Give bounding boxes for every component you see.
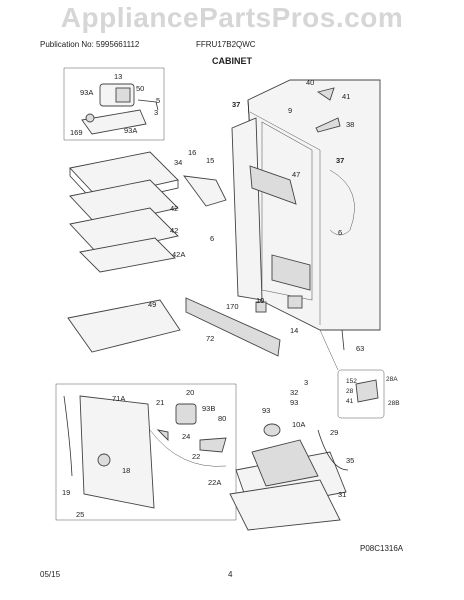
callout-28b: 28B <box>388 400 400 407</box>
publication-number: Publication No: 5995661112 <box>40 40 140 49</box>
callout-15: 15 <box>206 156 215 165</box>
callout-93b: 93B <box>202 404 216 413</box>
callout-72: 72 <box>206 334 215 343</box>
callout-3-top: 3 <box>154 108 159 117</box>
callout-47: 47 <box>292 170 301 179</box>
callout-169: 169 <box>70 128 83 137</box>
cord-part-22 <box>149 429 227 467</box>
tube-part-19 <box>63 395 73 477</box>
detail-box-thermostat <box>337 369 385 419</box>
callout-21: 21 <box>156 398 165 407</box>
light-assembly-part <box>81 83 159 135</box>
callout-93a-top: 93A <box>80 88 94 97</box>
hinge-part <box>315 117 341 133</box>
condenser-part <box>251 439 319 487</box>
watermark: AppliancePartsPros.com <box>60 2 404 33</box>
callout-24: 24 <box>182 432 191 441</box>
back-panel-grommet <box>97 453 111 467</box>
base-pan-part-31 <box>229 479 341 531</box>
callout-170: 170 <box>226 302 239 311</box>
callout-42-b: 42 <box>170 226 179 235</box>
callout-25: 25 <box>76 510 85 519</box>
part-170 <box>255 301 267 313</box>
hinge-cover-part <box>316 87 335 101</box>
door-handle-part <box>249 165 297 205</box>
callout-31: 31 <box>338 490 347 499</box>
callout-34: 34 <box>174 158 183 167</box>
callout-50: 50 <box>136 84 145 93</box>
callout-49: 49 <box>148 300 157 309</box>
callout-6-left: 6 <box>210 234 215 243</box>
page-number: 4 <box>228 570 233 579</box>
callout-80: 80 <box>218 414 227 423</box>
callout-93-mid: 93 <box>290 398 299 407</box>
callout-16: 16 <box>188 148 197 157</box>
callout-5: 5 <box>156 96 161 105</box>
callout-13: 13 <box>114 72 123 81</box>
leveling-leg-63 <box>341 329 345 351</box>
callout-10a: 10A <box>292 420 306 429</box>
leader-detail-right <box>319 329 339 371</box>
callout-22a: 22A <box>208 478 222 487</box>
callout-40: 40 <box>306 78 315 87</box>
callout-29: 29 <box>330 428 339 437</box>
model-number: FFRU17B2QWC <box>196 40 256 49</box>
callout-93a-bottom: 93A <box>124 126 138 135</box>
callout-3: 3 <box>304 378 309 387</box>
wire-shelves <box>69 151 179 273</box>
callout-28: 28 <box>346 388 354 395</box>
callout-152: 152 <box>346 378 357 385</box>
bracket-part-24 <box>199 437 227 453</box>
callout-10-top: 10 <box>256 296 265 305</box>
tube-part-29 <box>317 429 349 471</box>
callout-18: 18 <box>122 466 131 475</box>
callout-41: 41 <box>342 92 351 101</box>
callout-38: 38 <box>346 120 355 129</box>
part-14 <box>287 295 303 309</box>
kickplate-part <box>185 297 281 357</box>
compressor-part <box>263 423 281 437</box>
detail-box-back-panel <box>55 383 237 521</box>
thermostat-part <box>355 379 379 403</box>
detail-box-light-assembly <box>63 67 165 141</box>
callout-22: 22 <box>192 452 201 461</box>
callout-32: 32 <box>290 388 299 397</box>
callout-42-a: 42 <box>170 204 179 213</box>
freezer-basket-part <box>67 299 181 353</box>
callout-28a: 28A <box>386 376 398 383</box>
callout-14: 14 <box>290 326 299 335</box>
section-title: CABINET <box>212 56 252 66</box>
callout-6-right: 6 <box>338 228 343 237</box>
callout-63: 63 <box>356 344 365 353</box>
callout-37-right: 37 <box>336 156 345 165</box>
footer-date: 05/15 <box>40 570 61 579</box>
callout-35: 35 <box>346 456 355 465</box>
back-panel-part <box>79 395 155 509</box>
callout-37-left: 37 <box>232 100 241 109</box>
callout-93-low: 93 <box>262 406 271 415</box>
callout-9: 9 <box>288 106 293 115</box>
switch-housing-part <box>183 175 227 207</box>
overload-part-21 <box>156 429 169 442</box>
relay-part-20 <box>175 403 197 425</box>
figure-code: P08C1316A <box>360 544 404 553</box>
callout-41-detail: 41 <box>346 398 354 405</box>
callout-71a: 71A <box>112 394 126 403</box>
callout-20: 20 <box>186 388 195 397</box>
door-gasket-left <box>231 117 263 301</box>
callout-42a: 42A <box>172 250 186 259</box>
callout-19: 19 <box>62 488 71 497</box>
cabinet-body <box>247 79 381 331</box>
